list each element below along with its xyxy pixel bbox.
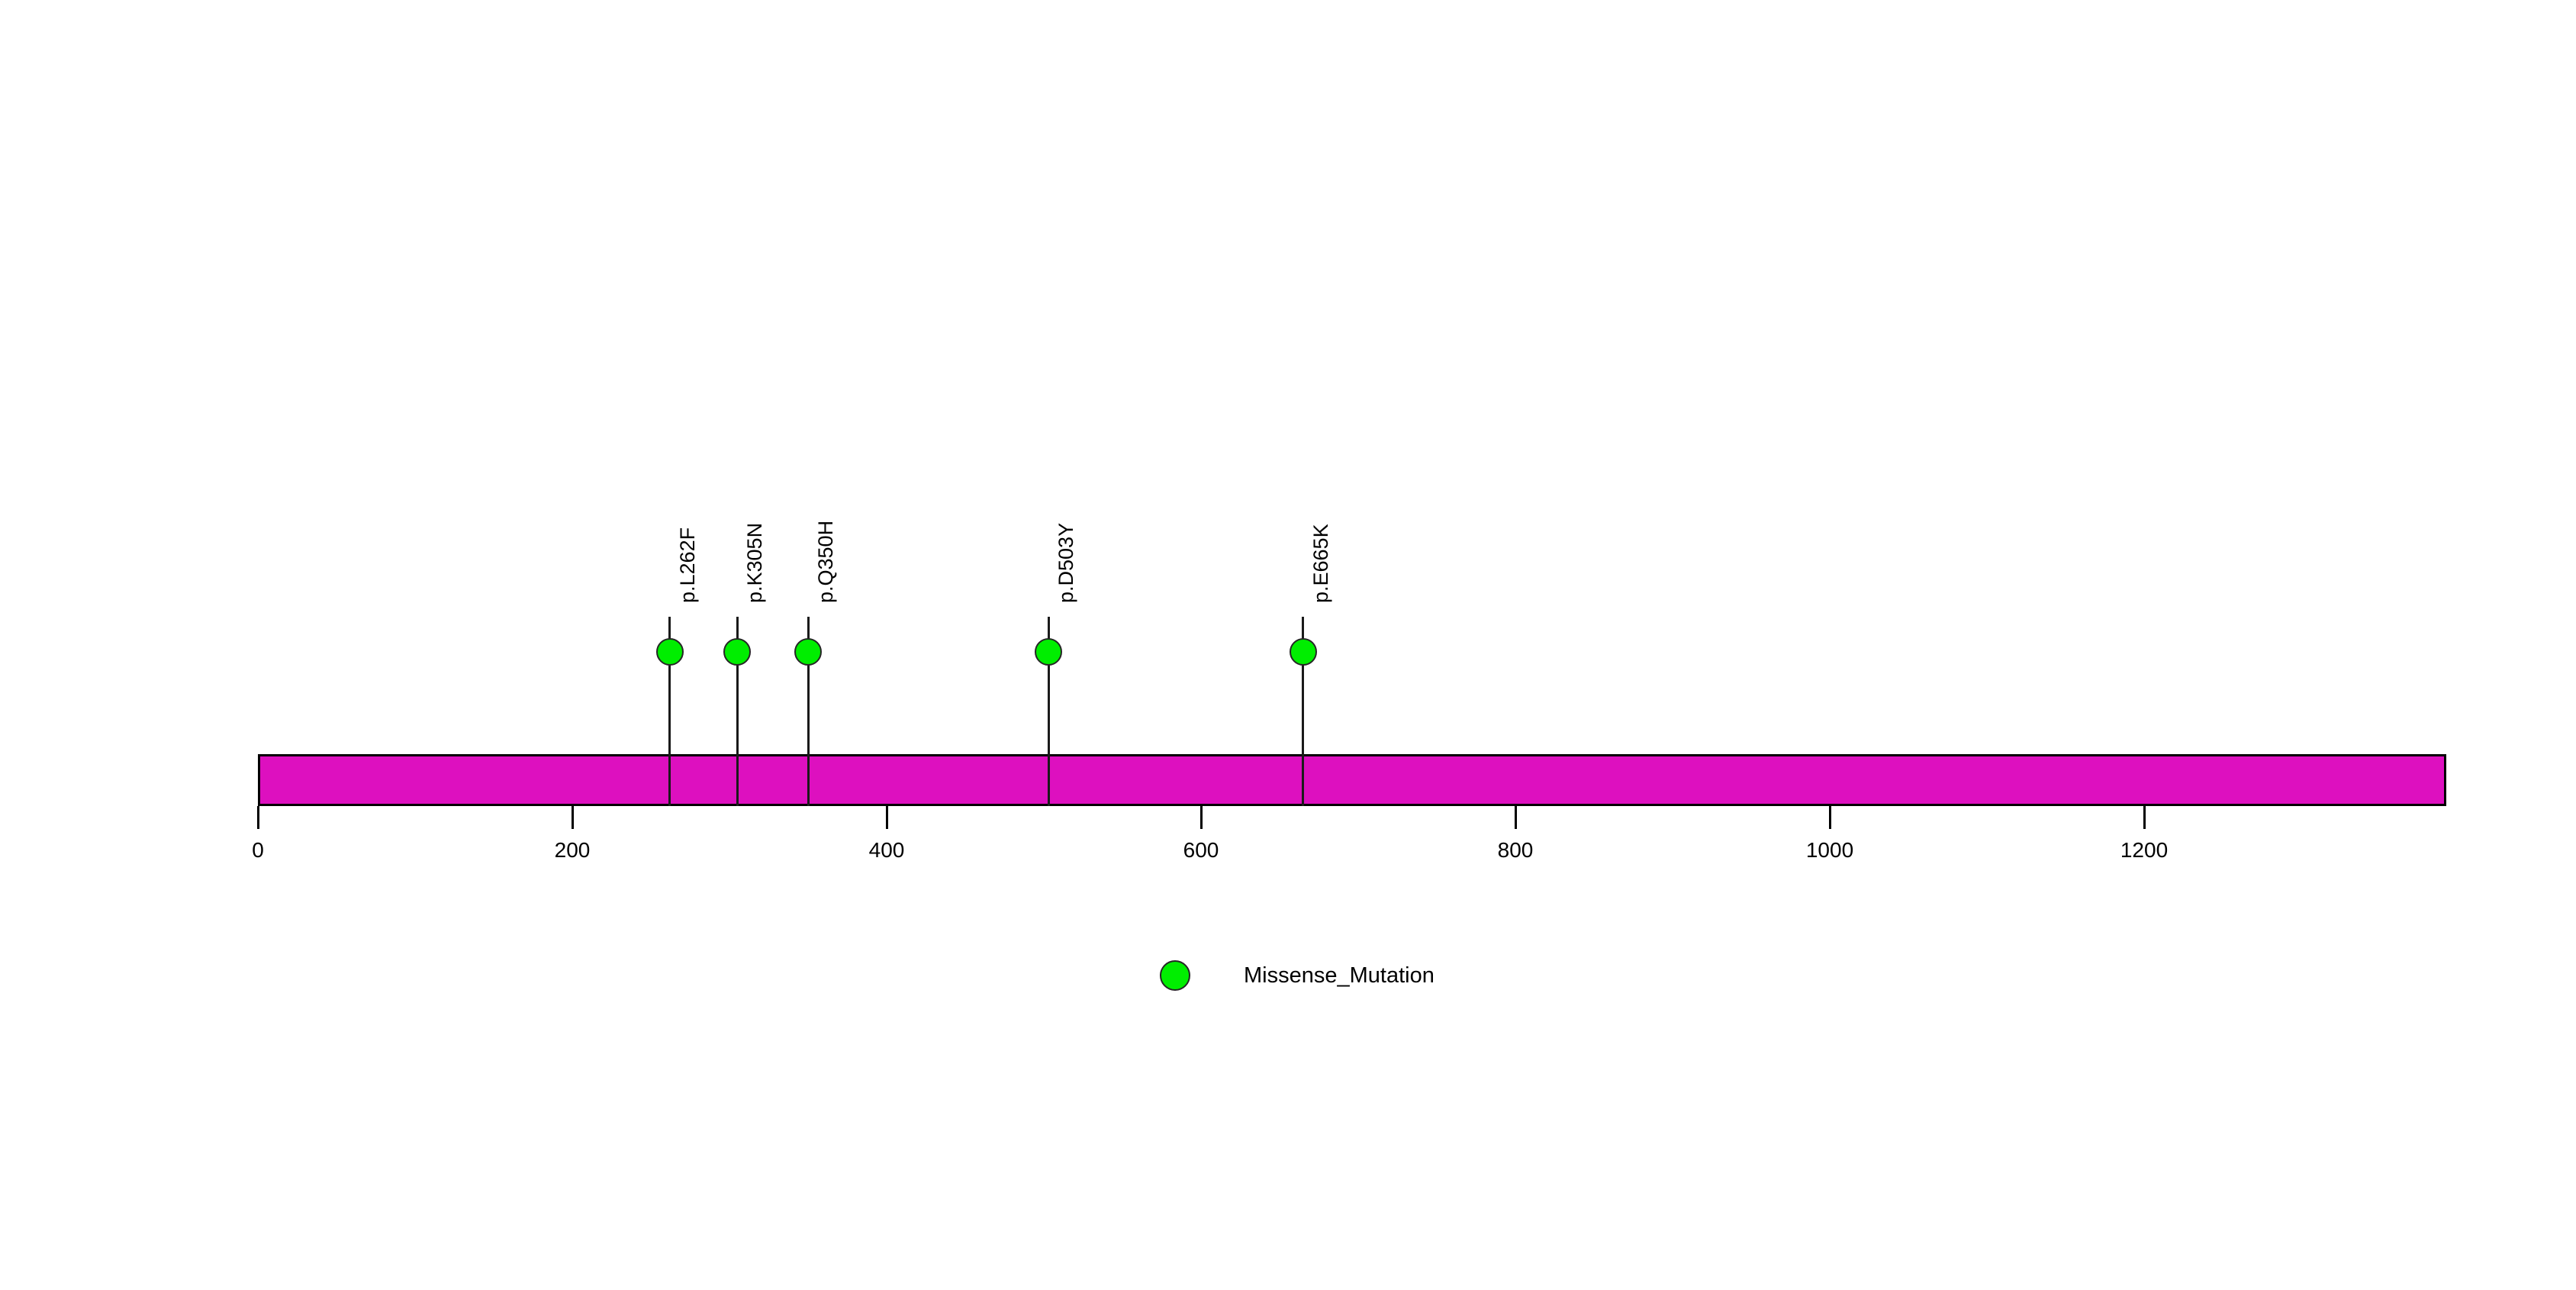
axis-tick xyxy=(256,806,259,829)
axis-tick xyxy=(571,806,574,829)
axis-tick-label: 600 xyxy=(1183,838,1219,862)
axis-tick xyxy=(885,806,888,829)
mutation-label: p.D503Y xyxy=(1055,522,1078,603)
legend-label: Missense_Mutation xyxy=(1244,963,1435,988)
axis-tick-label: 1000 xyxy=(1805,838,1854,862)
protein-backbone-bar xyxy=(258,754,2446,806)
axis-tick xyxy=(1199,806,1203,829)
lollipop-stem xyxy=(736,617,739,806)
axis-tick xyxy=(2143,806,2146,829)
axis-tick-label: 400 xyxy=(868,838,905,862)
lollipop-head[interactable] xyxy=(723,638,752,666)
lollipop-stem xyxy=(668,617,671,806)
axis-tick xyxy=(1514,806,1517,829)
legend-marker-icon xyxy=(1160,960,1190,991)
lollipop-stem xyxy=(1047,617,1050,806)
mutation-label: p.K305N xyxy=(743,522,767,603)
lollipop-head[interactable] xyxy=(1289,638,1317,666)
lollipop-stem xyxy=(807,617,810,806)
axis-tick-label: 800 xyxy=(1497,838,1534,862)
mutation-label: p.Q350H xyxy=(814,520,837,603)
lollipop-head[interactable] xyxy=(655,638,684,666)
axis-tick-label: 200 xyxy=(554,838,591,862)
lollipop-head[interactable] xyxy=(794,638,822,666)
mutation-label: p.L262F xyxy=(675,527,699,603)
axis-tick xyxy=(1828,806,1831,829)
lollipop-stem xyxy=(1302,617,1305,806)
legend: Missense_Mutation xyxy=(1160,960,1435,991)
axis-tick-label: 1200 xyxy=(2120,838,2169,862)
axis-tick-label: 0 xyxy=(252,838,264,862)
lollipop-head[interactable] xyxy=(1035,638,1063,666)
mutation-label: p.E665K xyxy=(1309,524,1332,603)
